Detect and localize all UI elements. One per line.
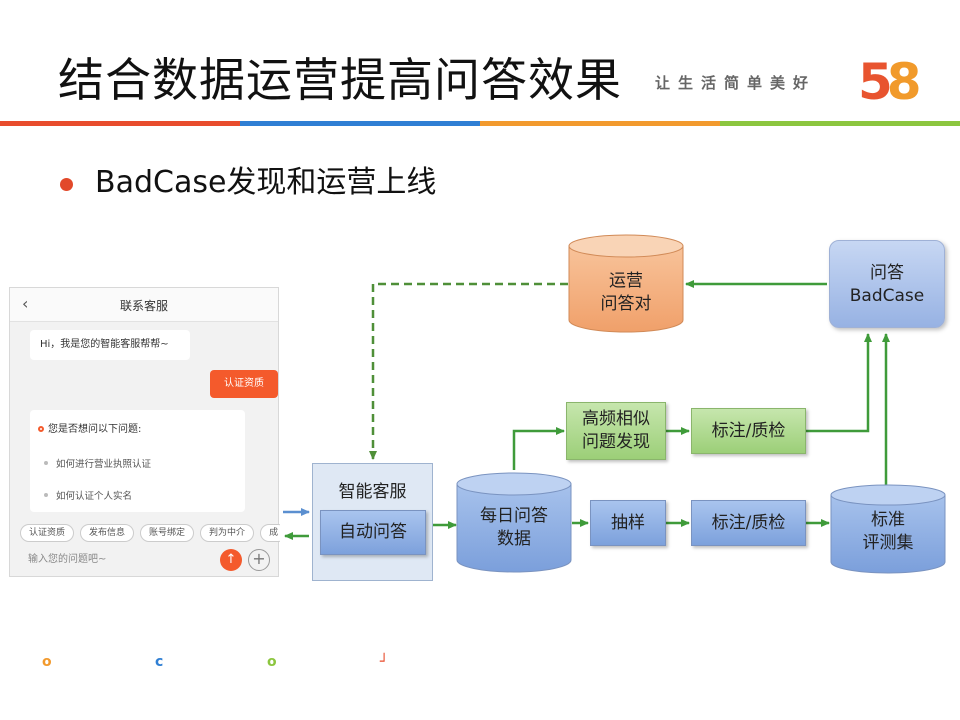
ops-qa-pairs-label: 运营 问答对 <box>600 271 652 314</box>
user-message-bubble: 认证资质 <box>210 370 278 398</box>
bullet-dot <box>60 178 73 191</box>
ops-qa-pairs-cylinder: 运营 问答对 <box>568 234 684 334</box>
cylinder-shape <box>830 484 946 574</box>
header-stripe-blue <box>240 121 480 126</box>
quick-reply-chip[interactable]: 认证资质 <box>20 524 75 542</box>
footer-mark-orange: o <box>42 654 52 670</box>
suggestion-item[interactable]: 如何认证个人实名 <box>43 488 132 502</box>
suggestion-header-text: 您是否想问以下问题: <box>48 424 142 435</box>
slogan: 让生活简单美好 <box>655 74 817 92</box>
auto-qa-box: 自动问答 <box>320 510 426 555</box>
bullet-heading: BadCase发现和运营上线 <box>95 165 437 200</box>
message-input[interactable]: 输入您的问题吧~ <box>28 554 107 565</box>
suggestion-card: 您是否想问以下问题: 如何进行营业执照认证 如何认证个人实名 <box>30 410 245 512</box>
plus-icon[interactable]: + <box>248 549 270 571</box>
suggestion-header: 您是否想问以下问题: <box>38 420 141 435</box>
arrow-daily-to-similar <box>512 427 565 470</box>
label-qc-box-bottom: 标注/质检 <box>691 500 806 546</box>
arrow-ops-to-service-dashed <box>369 282 568 460</box>
phone-screenshot: ‹ 联系客服 Hi，我是您的智能客服帮帮~ 认证资质 您是否想问以下问题: 如何… <box>9 287 280 577</box>
header-stripe-green <box>720 121 960 126</box>
arrow-up-icon[interactable]: ↑ <box>220 549 242 571</box>
chevron-left-icon[interactable]: ‹ <box>22 294 29 313</box>
quick-reply-chip[interactable]: 账号绑定 <box>140 524 195 542</box>
footer-mark-blue: c <box>155 654 164 670</box>
smart-service-label: 智能客服 <box>338 482 407 502</box>
quick-reply-chip[interactable]: 成 <box>260 524 280 542</box>
footer-mark-green: o <box>267 654 277 670</box>
footer-mark-red: ┘ <box>380 654 389 670</box>
arrow-label1-to-badcase <box>806 333 872 433</box>
header-stripe-orange <box>480 121 720 126</box>
quick-reply-chips: 认证资质发布信息账号绑定判为中介成 <box>20 520 280 542</box>
daily-qa-data-label: 每日问答 数据 <box>480 506 548 549</box>
page-title: 结合数据运营提高问答效果 <box>58 53 622 107</box>
qa-badcase-label: 问答 BadCase <box>849 263 925 306</box>
cylinder-shape <box>456 472 572 573</box>
label-qc-box-top: 标注/质检 <box>691 408 806 454</box>
similar-discovery-box: 高频相似 问题发现 <box>566 402 666 460</box>
phone-title: 联系客服 <box>119 299 168 313</box>
standard-eval-set-label: 标准 评测集 <box>862 510 914 553</box>
sampling-box: 抽样 <box>590 500 666 546</box>
circle-icon <box>38 426 44 432</box>
cylinder-shape <box>568 234 684 333</box>
header-stripe-red <box>0 121 240 126</box>
qa-badcase-box: 问答 BadCase <box>829 240 945 328</box>
daily-qa-data-cylinder: 每日问答 数据 <box>456 472 572 574</box>
suggestion-item[interactable]: 如何进行营业执照认证 <box>43 456 151 470</box>
quick-reply-chip[interactable]: 发布信息 <box>80 524 135 542</box>
bot-greeting-bubble: Hi，我是您的智能客服帮帮~ <box>30 330 190 360</box>
standard-eval-set-cylinder: 标准 评测集 <box>830 484 946 574</box>
phone-header: ‹ 联系客服 <box>10 288 278 322</box>
quick-reply-chip[interactable]: 判为中介 <box>200 524 255 542</box>
